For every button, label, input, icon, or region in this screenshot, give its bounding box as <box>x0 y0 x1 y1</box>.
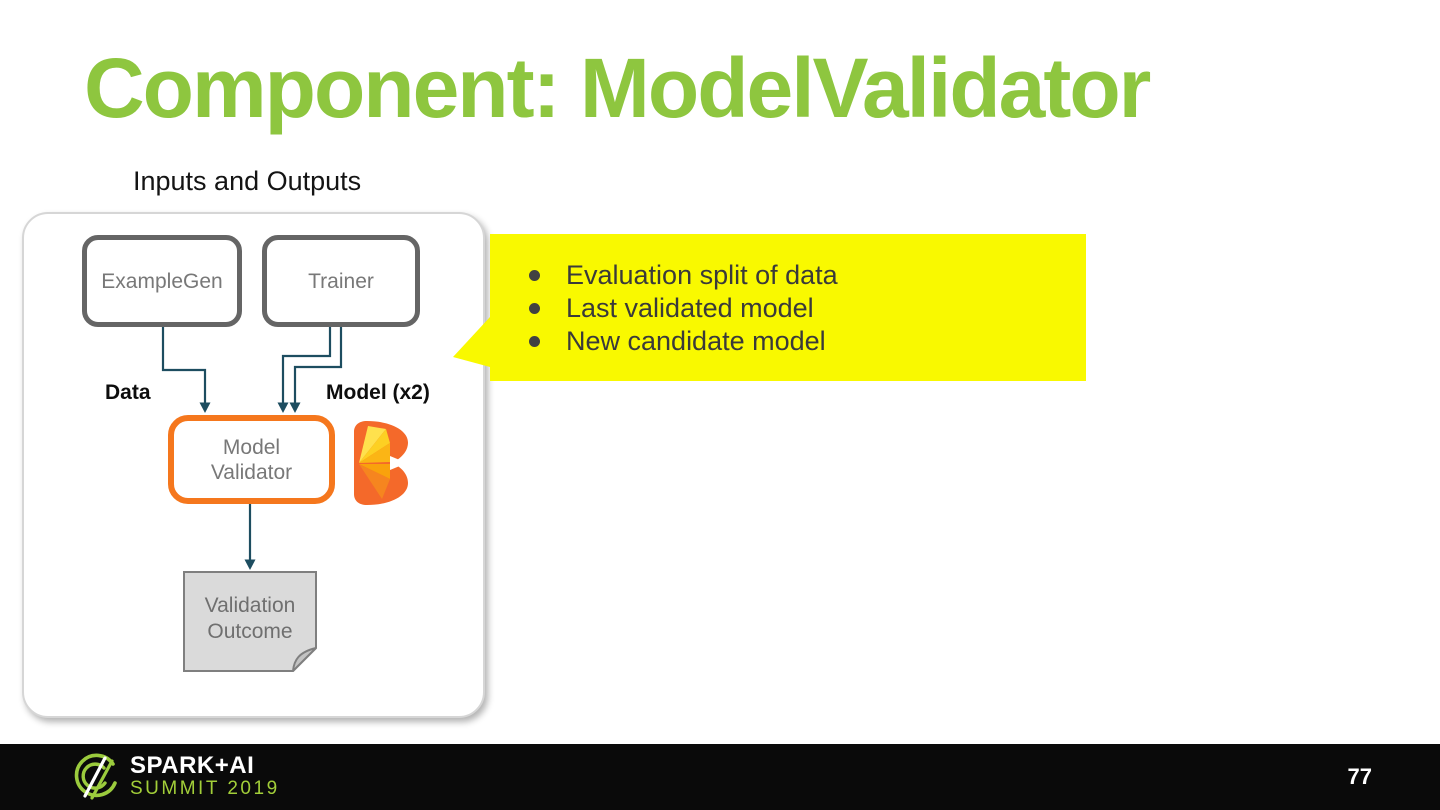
callout-bullet: Last validated model <box>527 292 1076 325</box>
node-model-validator-label-2: Validator <box>210 460 293 484</box>
summit-logo-icon <box>74 753 117 800</box>
edge-label-data: Data <box>105 381 151 404</box>
node-model-validator: Model Validator <box>168 415 335 504</box>
document-icon <box>183 571 317 672</box>
edge-label-model: Model (x2) <box>326 381 430 404</box>
node-examplegen-label: ExampleGen <box>101 269 223 293</box>
beam-logo-icon <box>354 421 408 505</box>
node-trainer-label: Trainer <box>308 269 374 293</box>
callout-bullet-list: Evaluation split of data Last validated … <box>490 234 1086 358</box>
callout-bullet: Evaluation split of data <box>527 259 1076 292</box>
node-examplegen: ExampleGen <box>82 235 242 327</box>
footer-bar: SPARK+AI SUMMIT 2019 77 <box>0 744 1440 810</box>
subtitle: Inputs and Outputs <box>133 166 362 196</box>
callout-bullet: New candidate model <box>527 325 1076 358</box>
callout-tail <box>453 317 490 367</box>
artifact-label-1: Validation <box>204 594 296 617</box>
node-model-validator-label-1: Model <box>222 435 281 459</box>
node-trainer: Trainer <box>262 235 420 327</box>
page-number: 77 <box>1347 764 1372 789</box>
summit-logo-line1: SPARK+AI <box>130 752 255 779</box>
callout-bubble: Evaluation split of data Last validated … <box>490 234 1086 381</box>
summit-logo: SPARK+AI SUMMIT 2019 <box>72 752 280 802</box>
artifact-validation-outcome: Validation Outcome <box>183 571 317 673</box>
artifact-label-2: Outcome <box>207 620 293 643</box>
summit-logo-line2: SUMMIT 2019 <box>130 778 280 799</box>
page-title: Component: ModelValidator <box>84 41 1151 135</box>
